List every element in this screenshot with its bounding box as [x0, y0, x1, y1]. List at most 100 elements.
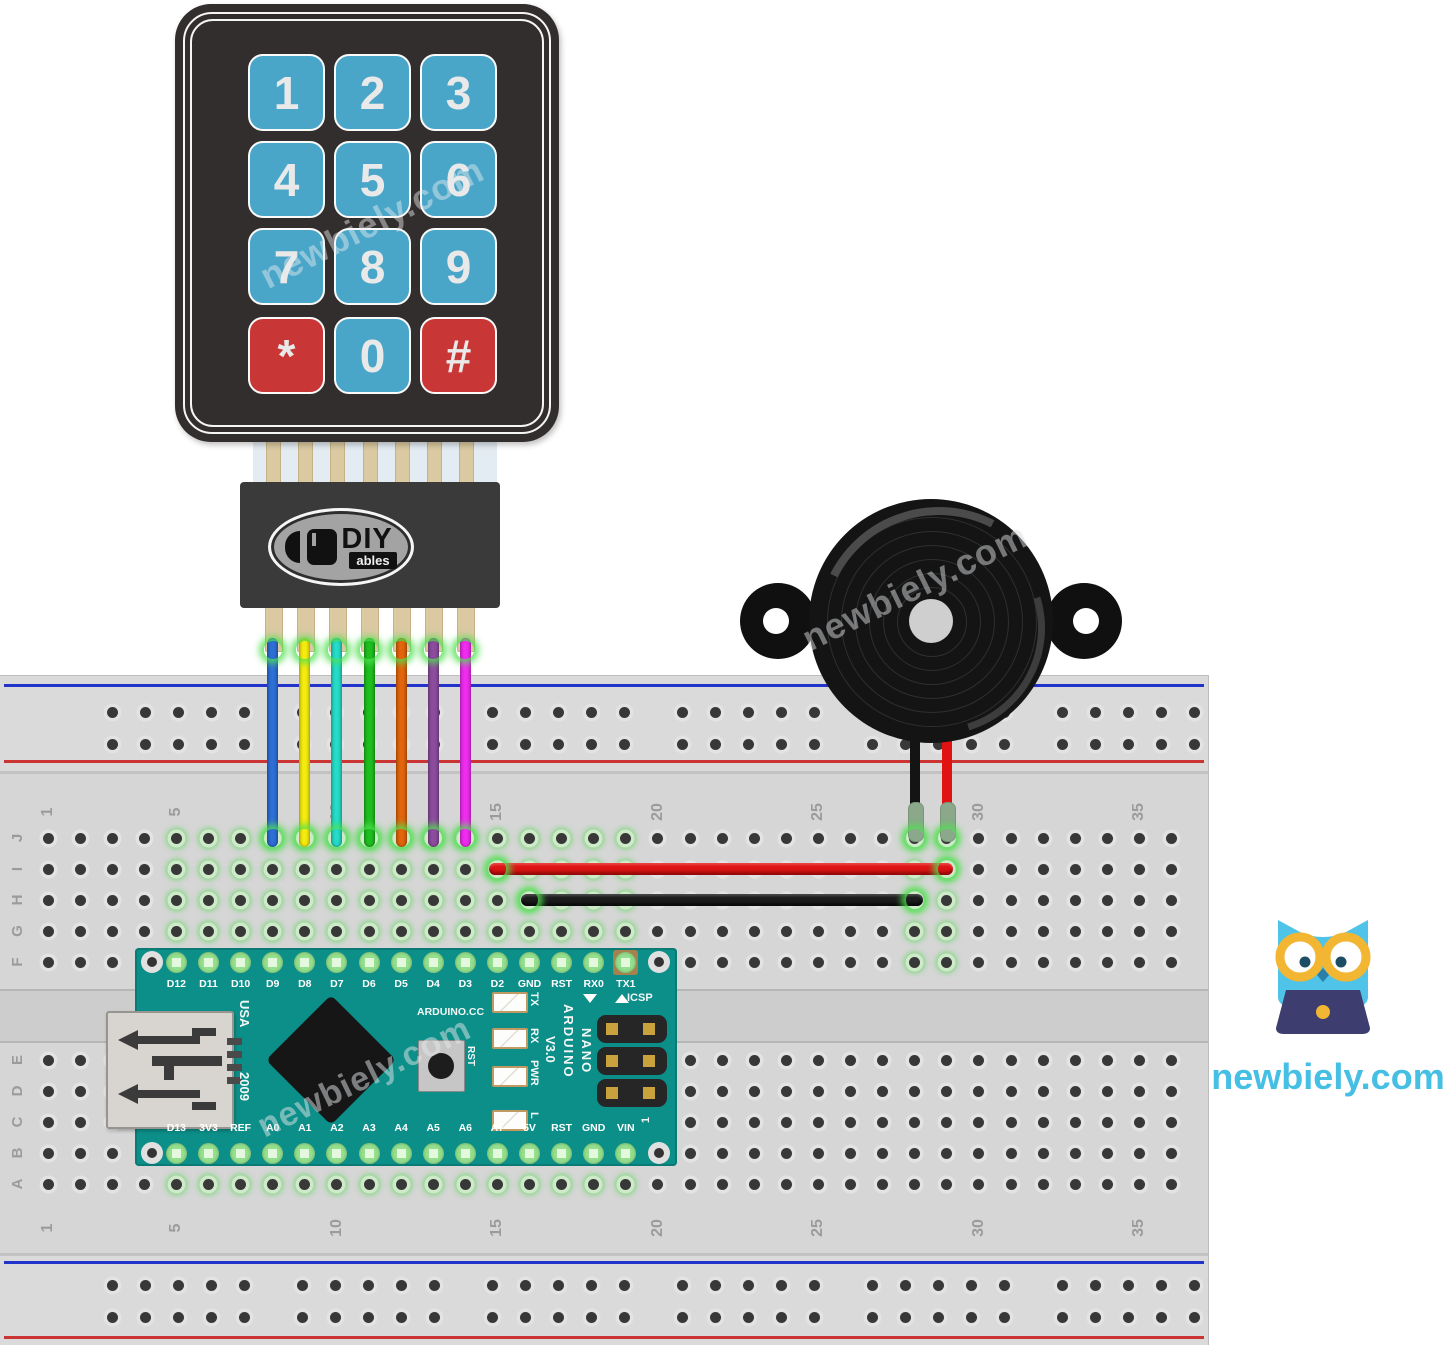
- nano-pin-pad: [390, 951, 412, 973]
- nano-pin-pad: [165, 1142, 187, 1164]
- nano-pin-pad: [358, 951, 380, 973]
- nano-pin-label: A3: [362, 1122, 376, 1134]
- owl-logo-icon: [1275, 920, 1371, 1034]
- nano-pin-label: A1: [298, 1122, 312, 1134]
- connection-glow: [264, 641, 282, 659]
- nano-pin-label: D9: [265, 978, 280, 990]
- watermark: newbiely.com: [795, 514, 1035, 659]
- nano-version-label: V3.0: [543, 1036, 558, 1063]
- usb-pin: [227, 1038, 242, 1045]
- usb-pin: [227, 1064, 242, 1071]
- rx-led-label: RX: [528, 1028, 540, 1044]
- nano-pin-label: D10: [230, 978, 251, 990]
- nano-pin-label: D4: [426, 978, 440, 990]
- nano-pin-pad: [230, 951, 252, 973]
- nano-pin-label: A7: [490, 1122, 505, 1134]
- buzzer-sound-hole: [909, 599, 953, 643]
- connection-glow: [360, 641, 378, 659]
- arduino-cc-label: ARDUINO.CC: [417, 1006, 485, 1018]
- nano-pin-label: A5: [426, 1122, 440, 1134]
- nano-brand-label: ARDUINO: [561, 1004, 576, 1079]
- nano-pin-pad: [326, 951, 348, 973]
- nano-pin-pad: [486, 1142, 508, 1164]
- nano-pin-pad: [230, 1142, 252, 1164]
- nano-pin-label: D5: [394, 978, 408, 990]
- tx-led: [492, 992, 528, 1013]
- reset-button[interactable]: [418, 1040, 465, 1092]
- nano-pin-pad: [294, 1142, 316, 1164]
- ribbon-cable: [253, 436, 497, 488]
- connector-pin: [296, 604, 315, 652]
- usb-logo-icon: [118, 1028, 222, 1110]
- nano-pin-label: TX1: [616, 978, 636, 990]
- tx-marker-icon: [615, 994, 629, 1003]
- buzzer-ring: [897, 587, 967, 657]
- nano-pin-pad: [583, 951, 605, 973]
- connection-glow: [392, 641, 410, 659]
- nano-pin-label: D13: [166, 1122, 187, 1134]
- usa-label: USA: [237, 1000, 252, 1028]
- nano-pin-label: D8: [298, 978, 312, 990]
- connection-glow: [424, 641, 442, 659]
- site-logo-text: newbiely.com: [1211, 1056, 1445, 1097]
- nano-pin-pad: [551, 1142, 573, 1164]
- nano-pin-label: D3: [458, 978, 473, 990]
- l-led-label: L: [528, 1112, 540, 1119]
- nano-pin-label: 3V3: [199, 1122, 218, 1134]
- nano-pin-pad: [326, 1142, 348, 1164]
- breadboard-groove: [0, 771, 1208, 774]
- icsp-header: [597, 1079, 667, 1107]
- nano-pin-label: VIN: [617, 1122, 635, 1134]
- nano-pin-pad: [294, 951, 316, 973]
- bottom-rail-blue-line: [4, 1261, 1204, 1264]
- connector-pin: [425, 604, 444, 652]
- mounting-hole: [648, 1142, 670, 1164]
- arduino-nano-board: USA 2009 ARDUINO.CC RST TX RX PWR L V3.0…: [106, 948, 677, 1166]
- nano-pin-label: GND: [582, 1122, 606, 1134]
- nano-pin-label: A6: [458, 1122, 473, 1134]
- top-rail-red-line: [4, 760, 1204, 763]
- tx-led-label: TX: [528, 992, 540, 1007]
- connection-glow: [296, 641, 314, 659]
- connection-glow: [328, 641, 346, 659]
- buzzer-ring: [883, 573, 981, 671]
- nano-pin-pad: [486, 951, 508, 973]
- breadboard-top-rail: [0, 676, 1208, 771]
- bottom-rail-red-line: [4, 1336, 1204, 1339]
- connector-brand-sub: ables: [349, 552, 397, 569]
- icsp-header: [597, 1047, 667, 1075]
- nano-pin-pad: [615, 1142, 637, 1164]
- connector-pin: [457, 604, 476, 652]
- diyables-logo-icon: [307, 529, 338, 565]
- nano-pin-pad: [262, 951, 284, 973]
- nano-pin-pad: [551, 951, 573, 973]
- nano-pin-label: 5V: [523, 1122, 536, 1134]
- nano-pin-pad: [519, 1142, 540, 1164]
- breadboard-groove: [0, 1253, 1208, 1256]
- nano-pin-pad: [615, 951, 637, 973]
- nano-pin-pad: [583, 1142, 605, 1164]
- diyables-logo: DIY ables: [268, 508, 414, 586]
- nano-pin-pad: [165, 951, 187, 973]
- connector-pin: [264, 604, 283, 652]
- mounting-hole: [141, 1142, 163, 1164]
- nano-pin-pad: [390, 1142, 412, 1164]
- nano-pin-label: A0: [265, 1122, 280, 1134]
- buzzer-ear-hole: [763, 608, 789, 634]
- buzzer-mounting-ear: [1046, 583, 1122, 659]
- reset-label: RST: [465, 1046, 476, 1066]
- nano-pin-label: REF: [230, 1122, 252, 1134]
- diyables-logo-icon: [285, 531, 301, 563]
- pwr-led-label: PWR: [528, 1060, 540, 1086]
- year-label: 2009: [237, 1072, 252, 1101]
- keypad-outline: [183, 12, 551, 434]
- nano-pin-label: A4: [394, 1122, 408, 1134]
- nano-model-label: NANO: [579, 1028, 594, 1075]
- mounting-hole: [141, 951, 163, 973]
- top-rail-blue-line: [4, 684, 1204, 687]
- nano-pin-label: D7: [330, 978, 344, 990]
- icsp-label: ICSP: [627, 992, 653, 1004]
- nano-pin-label: RST: [551, 1122, 573, 1134]
- nano-pin-pad: [198, 1142, 219, 1164]
